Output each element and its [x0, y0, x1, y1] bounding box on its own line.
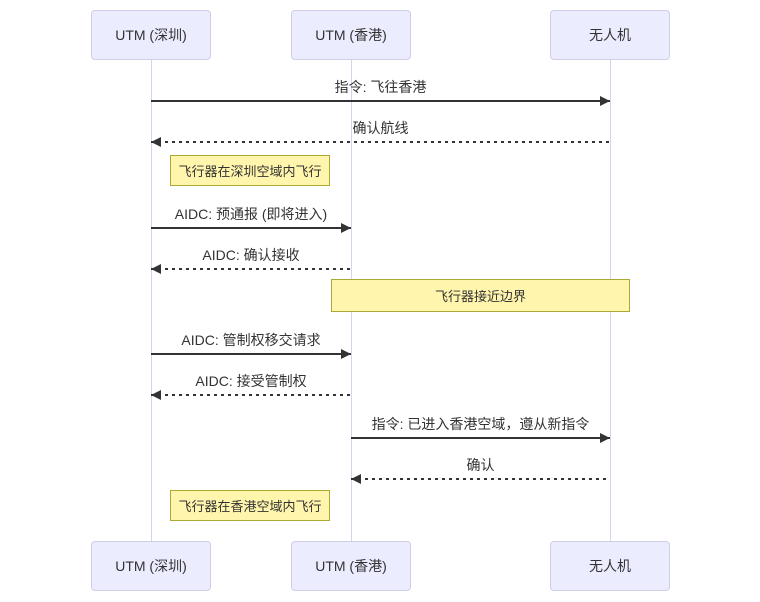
- note-flying-in-shenzhen-airspace: 飞行器在深圳空域内飞行: [170, 155, 330, 186]
- arrow-line: [351, 433, 610, 443]
- actor-label: 无人机: [589, 27, 631, 43]
- actor-bottom-utm-shenzhen: UTM (深圳): [91, 541, 211, 591]
- message-confirm: 确认: [351, 457, 610, 484]
- message-command-fly-to-hongkong: 指令: 飞往香港: [151, 79, 610, 106]
- arrowhead-right-icon: [341, 349, 351, 359]
- arrow-line: [151, 96, 610, 106]
- arrow-line: [151, 390, 351, 400]
- lifeline-utm-shenzhen: [151, 60, 152, 541]
- arrowhead-right-icon: [341, 223, 351, 233]
- actor-label: UTM (深圳): [115, 558, 187, 574]
- message-label: 指令: 已进入香港空域，遵从新指令: [371, 416, 590, 432]
- actor-label: UTM (香港): [315, 27, 387, 43]
- arrowhead-left-icon: [351, 474, 361, 484]
- arrowhead-left-icon: [151, 137, 161, 147]
- message-aidc-accept-control: AIDC: 接受管制权: [151, 373, 351, 400]
- arrow-line: [151, 349, 351, 359]
- message-aidc-confirm-receipt: AIDC: 确认接收: [151, 247, 351, 274]
- arrowhead-left-icon: [151, 390, 161, 400]
- message-label: AIDC: 确认接收: [202, 247, 300, 263]
- message-label: AIDC: 管制权移交请求: [181, 332, 321, 348]
- arrow-line: [151, 264, 351, 274]
- actor-label: 无人机: [589, 558, 631, 574]
- arrowhead-right-icon: [600, 433, 610, 443]
- message-aidc-handover-request: AIDC: 管制权移交请求: [151, 332, 351, 359]
- message-label: 指令: 飞往香港: [334, 79, 427, 95]
- actor-label: UTM (香港): [315, 558, 387, 574]
- message-label: 确认航线: [352, 120, 409, 136]
- note-label: 飞行器接近边界: [434, 289, 526, 304]
- arrow-line: [351, 474, 610, 484]
- actor-bottom-utm-hongkong: UTM (香港): [291, 541, 411, 591]
- actor-label: UTM (深圳): [115, 27, 187, 43]
- note-label: 飞行器在深圳空域内飞行: [178, 164, 322, 179]
- message-label: AIDC: 接受管制权: [195, 373, 307, 389]
- message-command-entered-hongkong: 指令: 已进入香港空域，遵从新指令: [351, 416, 610, 443]
- message-label: AIDC: 预通报 (即将进入): [174, 206, 328, 222]
- actor-top-utm-shenzhen: UTM (深圳): [91, 10, 211, 60]
- message-aidc-pre-notification: AIDC: 预通报 (即将进入): [151, 206, 351, 233]
- note-flying-in-hongkong-airspace: 飞行器在香港空域内飞行: [170, 490, 330, 521]
- message-label: 确认: [466, 457, 495, 473]
- actor-bottom-drone: 无人机: [550, 541, 670, 591]
- note-approaching-boundary: 飞行器接近边界: [331, 279, 630, 312]
- arrowhead-right-icon: [600, 96, 610, 106]
- actor-top-drone: 无人机: [550, 10, 670, 60]
- arrow-line: [151, 137, 610, 147]
- arrowhead-left-icon: [151, 264, 161, 274]
- note-label: 飞行器在香港空域内飞行: [178, 499, 322, 514]
- message-confirm-route: 确认航线: [151, 120, 610, 147]
- arrow-line: [151, 223, 351, 233]
- actor-top-utm-hongkong: UTM (香港): [291, 10, 411, 60]
